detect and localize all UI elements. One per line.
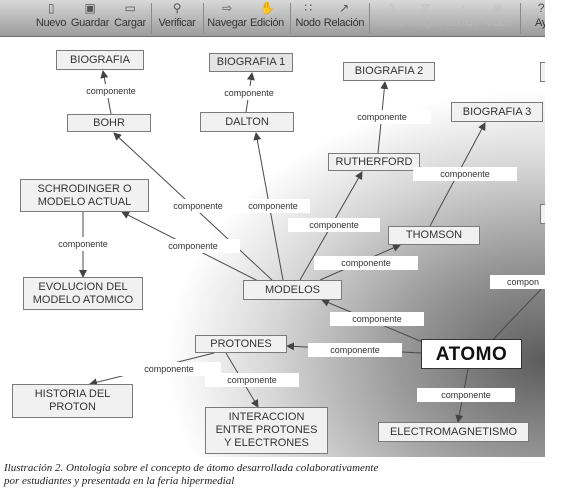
edge-label: componente [70, 84, 152, 98]
arrow-icon: ⇨ [222, 1, 232, 15]
offscreen-node[interactable] [540, 62, 545, 82]
edge-label: componente [146, 239, 240, 253]
edge-label: componente [413, 167, 517, 181]
toolbar-separator [369, 3, 370, 33]
edge-label: componente [314, 256, 418, 270]
concept-node-historia-proton[interactable]: HISTORIA DEL PROTON [12, 384, 133, 418]
figure-caption: Ilustración 2. Ontología sobre el concep… [4, 462, 556, 488]
sound-button[interactable]: ♪Sonido [443, 0, 481, 36]
concept-node-biografia-1[interactable]: BIOGRAFIA 1 [209, 53, 293, 72]
edge-label: componente [288, 218, 380, 232]
magnifier-icon: ⚲ [172, 1, 182, 15]
edge-label: componente [38, 237, 128, 251]
edge-label: componente [330, 312, 424, 326]
concept-node-atomo[interactable]: ATOMO [421, 339, 522, 369]
image-button[interactable]: ⊠Imagen [407, 1, 443, 29]
concept-node-protones[interactable]: PROTONES [195, 335, 287, 353]
help-button[interactable]: ?Ay [526, 0, 545, 36]
edge-label: compon [490, 275, 545, 289]
concept-node-biografia-3[interactable]: BIOGRAFIA 3 [451, 102, 543, 122]
toolbar-separator [203, 3, 204, 33]
toolbar-separator [151, 3, 152, 33]
edge-label: componente [236, 199, 310, 213]
node-button[interactable]: ∷Nodo [293, 0, 323, 36]
edge-label: componente [333, 110, 431, 124]
concept-node-biografia[interactable]: BIOGRAFIA [56, 50, 144, 70]
relation-icon: ↗ [339, 1, 349, 15]
edit-button[interactable]: ✋Edición [247, 0, 287, 36]
text-icon: A [387, 1, 395, 15]
edge-line [483, 284, 545, 350]
toolbar: ▯Nuevo ▣Guardar ▭Cargar ⚲Verificar ⇨Nave… [0, 0, 545, 37]
edge-label: componente [308, 343, 402, 357]
edge-label: componente [417, 388, 515, 402]
hand-icon: ✋ [259, 1, 275, 15]
video-button[interactable]: ◉Video [481, 0, 515, 36]
concept-node-modelos[interactable]: MODELOS [243, 280, 342, 300]
folder-icon: ▭ [124, 1, 136, 15]
concept-node-dalton[interactable]: DALTON [200, 112, 294, 132]
concept-node-thomson[interactable]: THOMSON [388, 226, 480, 245]
concept-map-window: ▯Nuevo ▣Guardar ▭Cargar ⚲Verificar ⇨Nave… [0, 0, 545, 457]
edge-label: componente [162, 199, 234, 213]
edge-label: componente [205, 373, 299, 387]
new-button[interactable]: ▯Nuevo [35, 1, 67, 29]
toolbar-separator [520, 3, 521, 33]
save-icon: ▣ [84, 1, 96, 15]
document-icon: ▯ [47, 1, 55, 15]
concept-node-interaccion[interactable]: INTERACCION ENTRE PROTONES Y ELECTRONES [205, 407, 328, 454]
edge-label: componente [203, 86, 295, 100]
load-button[interactable]: ▭Cargar [112, 0, 148, 36]
relation-button[interactable]: ↗Relación [323, 1, 365, 29]
concept-node-bohr[interactable]: BOHR [67, 114, 151, 132]
concept-node-evolucion[interactable]: EVOLUCION DEL MODELO ATOMICO [23, 277, 143, 310]
offscreen-node[interactable] [540, 204, 545, 224]
eye-icon: ◉ [492, 1, 504, 15]
concept-node-electromagnetismo[interactable]: ELECTROMAGNETISMO [378, 422, 529, 442]
caption-line-2: por estudiantes y presentada en la feria… [4, 475, 235, 487]
node-icon: ∷ [304, 1, 312, 15]
image-icon: ⊠ [420, 1, 430, 15]
concept-node-rutherford[interactable]: RUTHERFORD [328, 153, 420, 171]
navigate-button[interactable]: ⇨Navegar [207, 1, 247, 29]
concept-node-biografia-2[interactable]: BIOGRAFIA 2 [343, 62, 435, 81]
save-button[interactable]: ▣Guardar [68, 0, 112, 36]
edge-label: componente [117, 362, 221, 376]
verify-button[interactable]: ⚲Verificar [155, 0, 199, 36]
toolbar-separator [290, 3, 291, 33]
speaker-icon: ♪ [459, 1, 465, 15]
caption-line-1: Ilustración 2. Ontología sobre el concep… [4, 462, 379, 474]
help-icon: ? [537, 1, 545, 15]
concept-node-schrodinger[interactable]: SCHRODINGER O MODELO ACTUAL [20, 179, 149, 212]
